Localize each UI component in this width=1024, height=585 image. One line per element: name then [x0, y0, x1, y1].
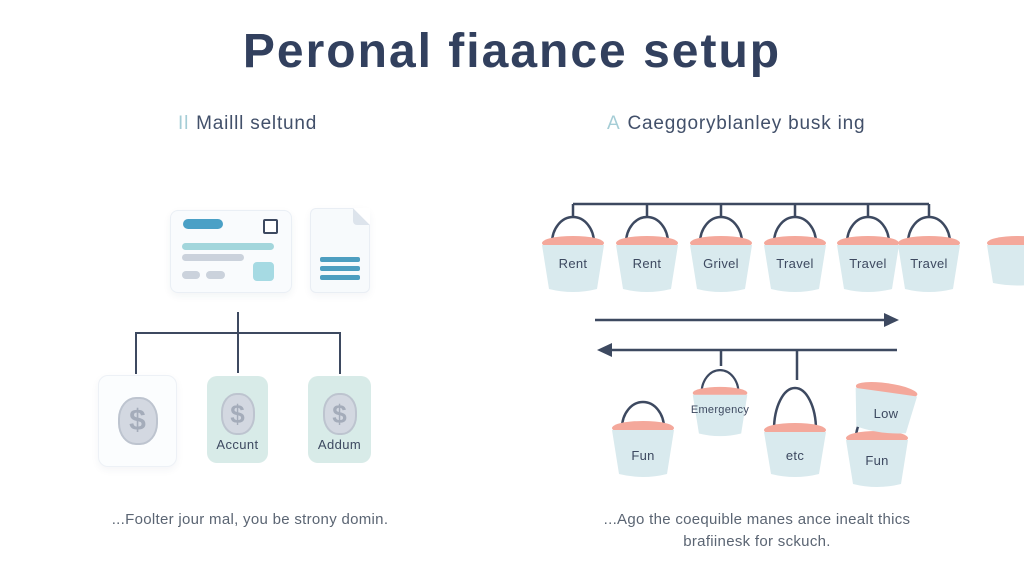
bucket-row-connector-line [571, 202, 931, 218]
left-caption: ...Foolter jour mal, you be strony domin… [111, 511, 389, 528]
bucket-label: Travel [910, 256, 948, 271]
card-chip-1 [182, 271, 200, 279]
right-section-heading: A Caeggoryblanley busk ing [607, 113, 865, 135]
bucket-label: Rent [632, 256, 662, 271]
bucket-label: Fun [865, 453, 889, 468]
tree-drop-right [339, 332, 341, 374]
tree-horizontal-line [135, 332, 341, 334]
bucket-label: Travel [849, 256, 887, 271]
list-marker-icon: Il [178, 113, 190, 134]
bucket-label: Grivel [703, 256, 739, 271]
right-caption-line-2: brafiinesk for sckuch. [683, 533, 831, 550]
money-box: $ Accunt [207, 376, 268, 463]
bucket-icon [614, 215, 680, 294]
right-caption-line-1: ...Ago the coequible manes ance inealt t… [603, 511, 911, 528]
flow-arrow-left [597, 343, 897, 357]
card-accent-square [253, 262, 274, 281]
account-card-illustration [170, 210, 292, 293]
document-icon [310, 208, 370, 293]
bucket-drop-lines [719, 350, 799, 380]
money-box: $ [98, 375, 177, 467]
document-text-line [320, 257, 360, 262]
card-text-line-1 [182, 243, 274, 250]
bucket-label: Travel [776, 256, 814, 271]
bucket-icon [762, 386, 828, 479]
card-title-bar [183, 219, 223, 229]
right-caption: ...Ago the coequible manes ance inealt t… [567, 509, 947, 553]
page-title: Peronal fiaance setup [242, 25, 782, 78]
bucket-icon [762, 215, 828, 294]
checkbox-icon [263, 219, 278, 234]
right-heading-text: Caeggoryblanley busk ing [627, 113, 866, 134]
flow-arrow-right [595, 313, 899, 327]
bucket-icon [688, 215, 754, 294]
bucket-label: Rent [558, 256, 588, 271]
bucket-label: Low [873, 406, 899, 421]
bucket-icon-partial [987, 236, 1024, 286]
dollar-coin-icon: $ [322, 393, 357, 435]
bucket-icon [896, 215, 962, 294]
left-heading-text: Mailll seltund [196, 113, 318, 134]
list-marker-icon: A [607, 113, 621, 134]
card-text-line-2 [182, 254, 244, 261]
dollar-coin-icon: $ [117, 397, 158, 445]
left-section-heading: Il Mailll seltund [178, 113, 317, 135]
document-text-line [320, 266, 360, 271]
bucket-label: Emergency [690, 404, 750, 416]
money-box-label: Addum [317, 437, 362, 452]
tree-stem-line [237, 312, 239, 373]
bucket-icon [835, 215, 901, 294]
card-chip-2 [206, 271, 225, 279]
tree-drop-left [135, 332, 137, 374]
bucket-icon [540, 215, 606, 294]
bucket-icon [610, 400, 676, 479]
dollar-coin-icon: $ [220, 393, 255, 435]
bucket-label: Fun [631, 448, 655, 463]
bucket-label: etc [785, 448, 805, 463]
money-box: $ Addum [308, 376, 371, 463]
money-box-label: Accunt [216, 437, 259, 452]
document-text-line [320, 275, 360, 280]
